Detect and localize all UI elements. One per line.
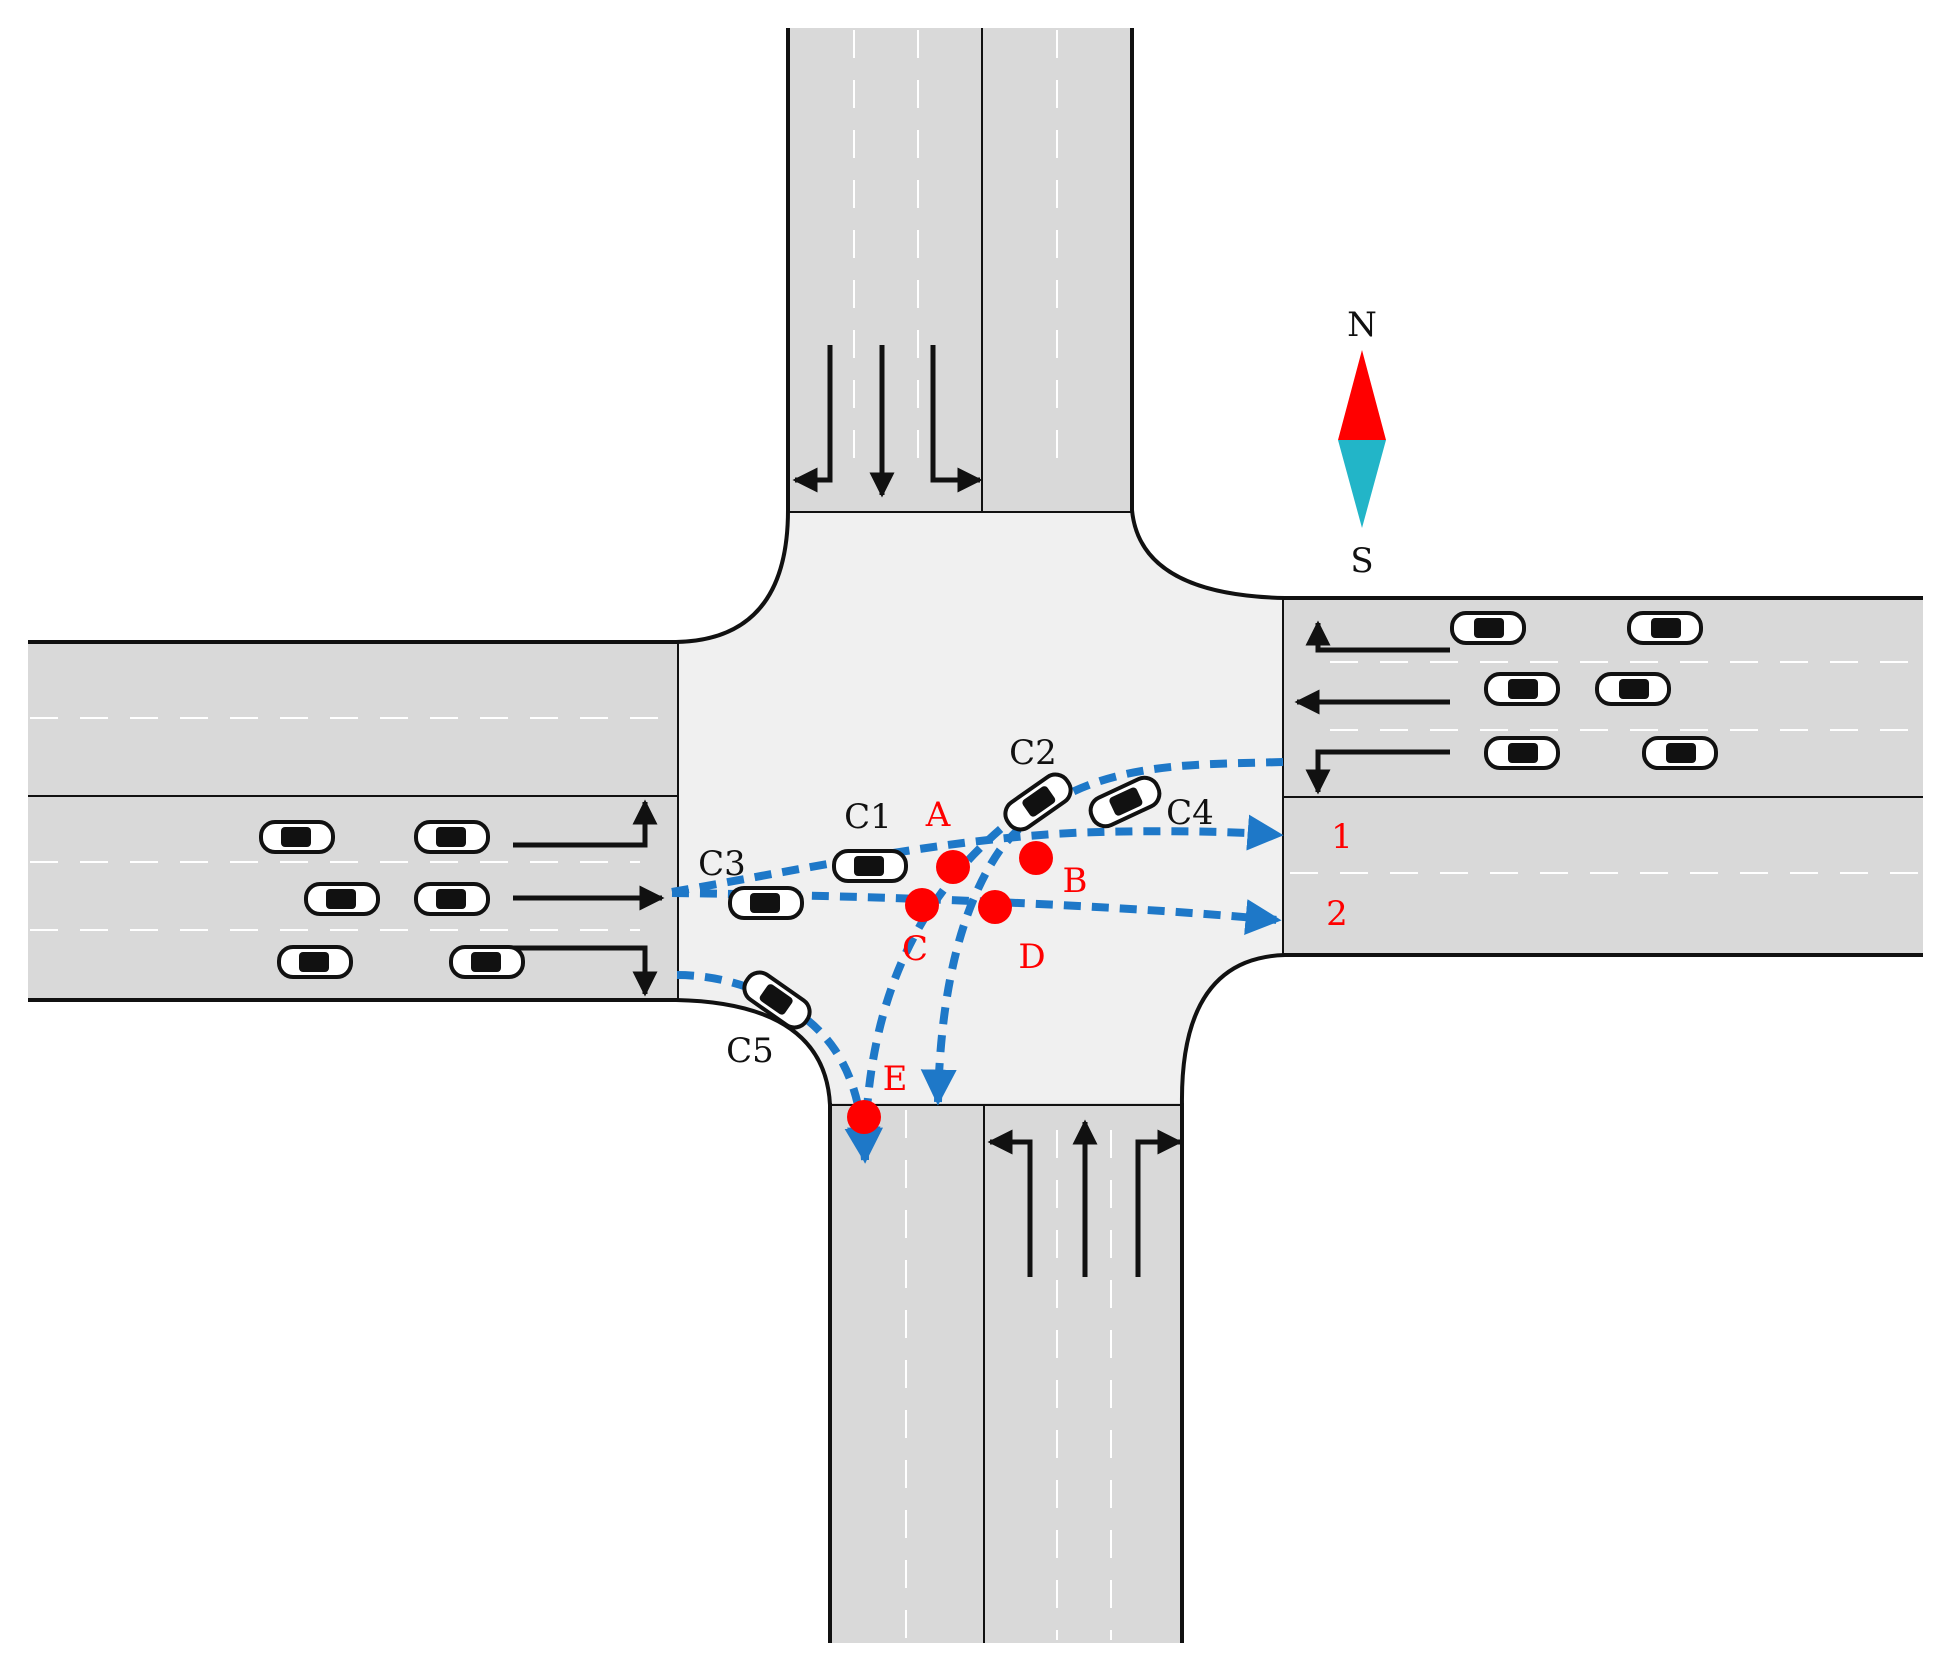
vehicle-c4 [1088,775,1162,829]
exit-lane-label-2: 2 [1326,894,1348,934]
centre-separators [28,28,1923,1643]
car [414,820,490,854]
west-road [28,642,678,1000]
conflict-label-a: A [925,795,951,835]
compass-north-needle [1338,350,1386,440]
west-left-turn-arrow [513,799,658,848]
conflict-point-d [978,890,1012,924]
car [277,945,353,979]
south-right-turn-arrow [1135,1129,1183,1277]
trajectory-c2-south [847,791,1048,1164]
lane-dashes [30,30,1920,1640]
car [1484,672,1560,706]
active-vehicles [728,772,1162,1030]
vehicle-label-c4: C4 [1166,793,1214,833]
compass-north-label: N [1347,305,1377,345]
car [1484,736,1560,770]
exit-lane-label-1: 1 [1331,817,1353,857]
conflict-point-b [1019,841,1053,875]
vehicle-c3 [728,886,804,920]
conflict-label-c: C [902,929,928,969]
car [414,882,490,916]
queued-cars [259,611,1718,979]
north-road [788,28,1132,512]
stop-lines [677,511,1284,1106]
lane-arrows [513,345,1450,1277]
south-road [830,1103,1182,1643]
car [304,882,380,916]
car [1450,611,1526,645]
east-right-turn-arrow [1305,620,1450,653]
compass-south-label: S [1350,541,1373,581]
junction-area [676,510,1285,1105]
trajectory-c4-south [920,758,1284,1106]
car [1595,672,1671,706]
vehicle-label-c5: C5 [726,1031,774,1071]
west-right-turn-arrow [513,945,658,997]
conflict-point-a [936,850,970,884]
compass-south-needle [1338,440,1386,528]
south-left-turn-arrow [987,1129,1033,1277]
conflict-point-c [905,888,939,922]
car [449,945,525,979]
north-left-turn-arrow [930,345,983,493]
conflict-point-e [847,1100,881,1134]
conflict-label-d: D [1018,937,1045,977]
east-left-turn-arrow [1305,749,1450,795]
compass-rose: N S [1338,305,1386,581]
conflict-points [847,841,1053,1134]
conflict-label-e: E [883,1059,908,1099]
vehicle-label-c1: C1 [844,797,892,837]
vehicle-c2 [1003,772,1073,832]
north-right-turn-arrow [792,345,833,493]
vehicle-label-c3: C3 [698,844,746,884]
car [1642,736,1718,770]
car [1627,611,1703,645]
vehicle-c5 [742,970,812,1030]
conflict-label-b: B [1063,861,1088,901]
vehicle-label-c2: C2 [1009,733,1057,773]
labels: C1 C2 C3 C4 C5 A B C D E 1 2 [698,733,1353,1099]
curb-lines [28,28,1923,1643]
vehicle-c1 [832,849,908,883]
car [259,820,335,854]
road-network [28,28,1923,1643]
east-road [1283,598,1923,955]
